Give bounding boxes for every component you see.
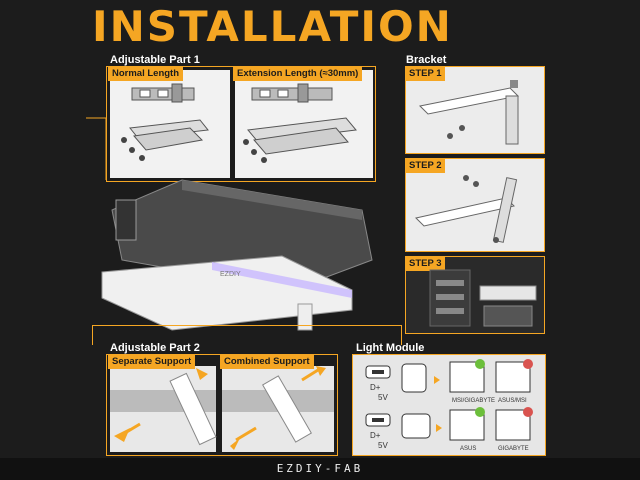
row2-right-caption: GIGABYTE — [498, 446, 529, 452]
extension-length-illustration — [243, 83, 357, 163]
step-1-illustration — [418, 80, 520, 145]
row2-pin-5v: 5V — [378, 441, 388, 450]
row1-pin-5v: 5V — [378, 393, 388, 402]
adjustable-part-2-label: Adjustable Part 2 — [110, 342, 200, 354]
step-2-tag: STEP 2 — [406, 159, 445, 173]
step-3-tag: STEP 3 — [406, 257, 445, 271]
combined-support-tag: Combined Support — [220, 354, 314, 369]
cross-icon — [523, 407, 533, 417]
row1-right-caption: ASUS/MSI — [498, 398, 527, 404]
page-title: INSTALLATION — [92, 2, 453, 51]
light-module-label: Light Module — [356, 342, 425, 354]
separate-support-tag: Separate Support — [108, 354, 196, 369]
device-brand-logo: EZDIY — [220, 271, 241, 278]
combined-support-illustration — [222, 366, 334, 450]
row1-left-caption: MSI/GIGABYTE — [452, 398, 495, 404]
extension-length-tag: Extension Length (≈30mm) — [233, 66, 363, 81]
row2-pin-d-plus: D+ — [370, 431, 381, 440]
check-icon — [475, 407, 485, 417]
gpu-illustration: EZDIY — [86, 117, 373, 331]
step-1-tag: STEP 1 — [406, 67, 445, 81]
step-2-illustration — [415, 175, 518, 243]
adjustable-part-2-connector — [92, 325, 402, 345]
light-module-row-2: D+ 5V ASUS GIGABYTE — [365, 407, 533, 452]
cross-icon — [523, 359, 533, 369]
adjustable-part-1-label: Adjustable Part 1 — [110, 54, 200, 66]
normal-length-tag: Normal Length — [108, 66, 184, 81]
normal-length-illustration — [121, 83, 209, 161]
bracket-label: Bracket — [406, 54, 447, 66]
row2-left-caption: ASUS — [460, 446, 476, 452]
light-module-row-1: D+ 5V MSI/GIGABYTE ASUS/MSI — [365, 359, 533, 404]
check-icon — [475, 359, 485, 369]
row1-pin-d-plus: D+ — [370, 383, 381, 392]
step-3-illustration — [429, 269, 537, 327]
separate-support-illustration — [110, 368, 217, 446]
footer-brand: EZDIY-FAB — [0, 458, 640, 480]
